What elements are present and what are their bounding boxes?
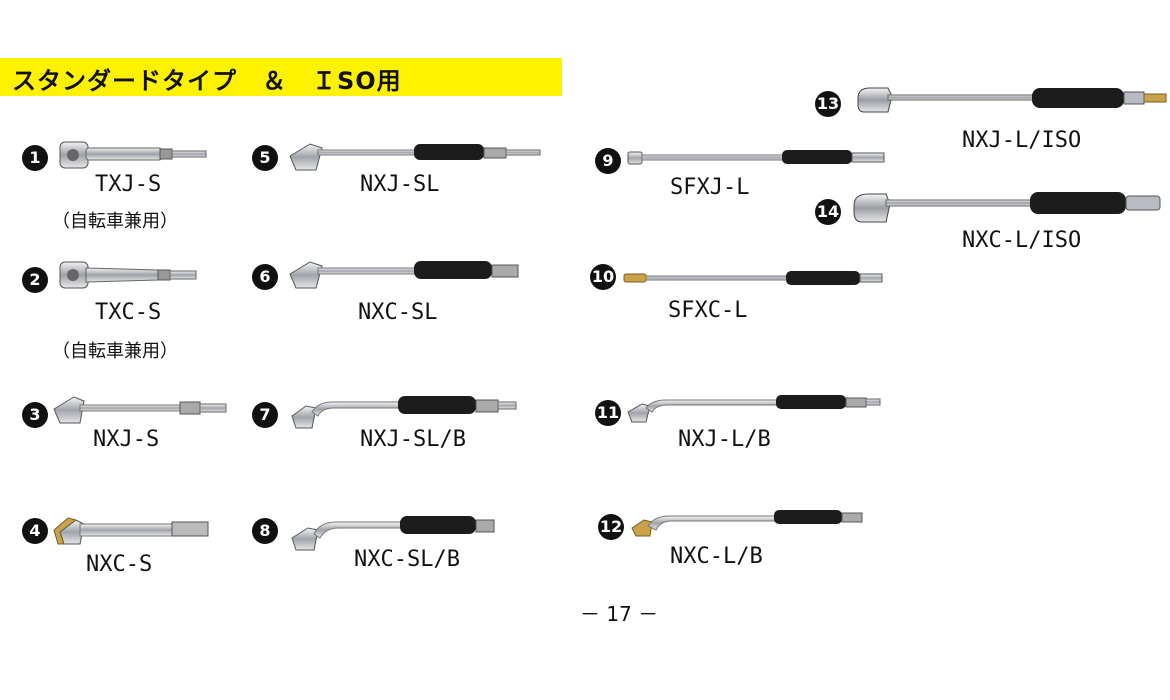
tire-inflator-gauge-bent-grip-icon [291,516,495,551]
model-label: NXJ-L/B [678,427,771,452]
model-label: NXJ-SL/B [360,427,466,452]
item-number-badge: 13 [815,91,841,117]
model-label: NXC-SL [358,300,438,325]
item-number-badge: 10 [590,264,616,290]
model-label: NXJ-SL [360,172,440,197]
tire-inflator-gauge-bent-long-icon [631,510,863,537]
item-number-badge: 5 [252,145,278,171]
model-label: NXC-L/ISO [962,228,1082,253]
model-label: NXC-S [86,552,153,577]
tire-inflator-gauge-dual-head-icon [53,396,227,424]
tire-inflator-gauge-dual-head-icon [53,517,209,545]
item-number-badge: 8 [252,518,278,544]
tire-inflator-gauge-iso-long-icon [857,87,1167,113]
item-number-badge: 1 [22,145,48,171]
tire-inflator-gauge-iso-long-icon [853,192,1161,223]
model-label: TXJ-S [95,172,162,197]
model-label: NXJ-L/ISO [962,128,1082,153]
tire-inflator-gauge-short-chuck-icon [59,261,197,289]
model-label: SFXC-L [668,298,748,323]
tire-inflator-gauge-straight-long-icon [627,150,885,165]
tire-inflator-gauge-long-grip-icon [289,143,541,171]
tire-inflator-gauge-bent-long-icon [627,395,881,423]
item-number-badge: 3 [22,402,48,428]
item-number-badge: 6 [252,264,278,290]
tire-inflator-gauge-bent-grip-icon [291,396,517,429]
item-number-badge: 14 [815,199,841,225]
item-number-badge: 9 [595,148,621,174]
model-label: TXC-S [95,300,162,325]
item-number-badge: 12 [598,514,624,540]
item-number-badge: 11 [595,400,621,426]
model-note: （自転車兼用） [52,341,178,362]
model-label: SFXJ-L [670,175,750,200]
item-number-badge: 2 [22,267,48,293]
item-number-badge: 4 [22,518,48,544]
section-title: スタンダードタイプ ＆ ＩSO用 [12,67,402,95]
tire-inflator-gauge-short-chuck-icon [59,141,207,169]
item-number-badge: 7 [252,402,278,428]
page-number: － 17 － [580,602,659,626]
tire-inflator-gauge-straight-long-icon [623,271,883,285]
tire-inflator-gauge-long-grip-icon [289,261,519,289]
model-label: NXC-L/B [670,544,763,569]
model-label: NXJ-S [93,427,160,452]
model-note: （自転車兼用） [52,211,178,232]
model-label: NXC-SL/B [354,547,460,572]
section-banner: スタンダードタイプ ＆ ＩSO用 [0,58,562,96]
